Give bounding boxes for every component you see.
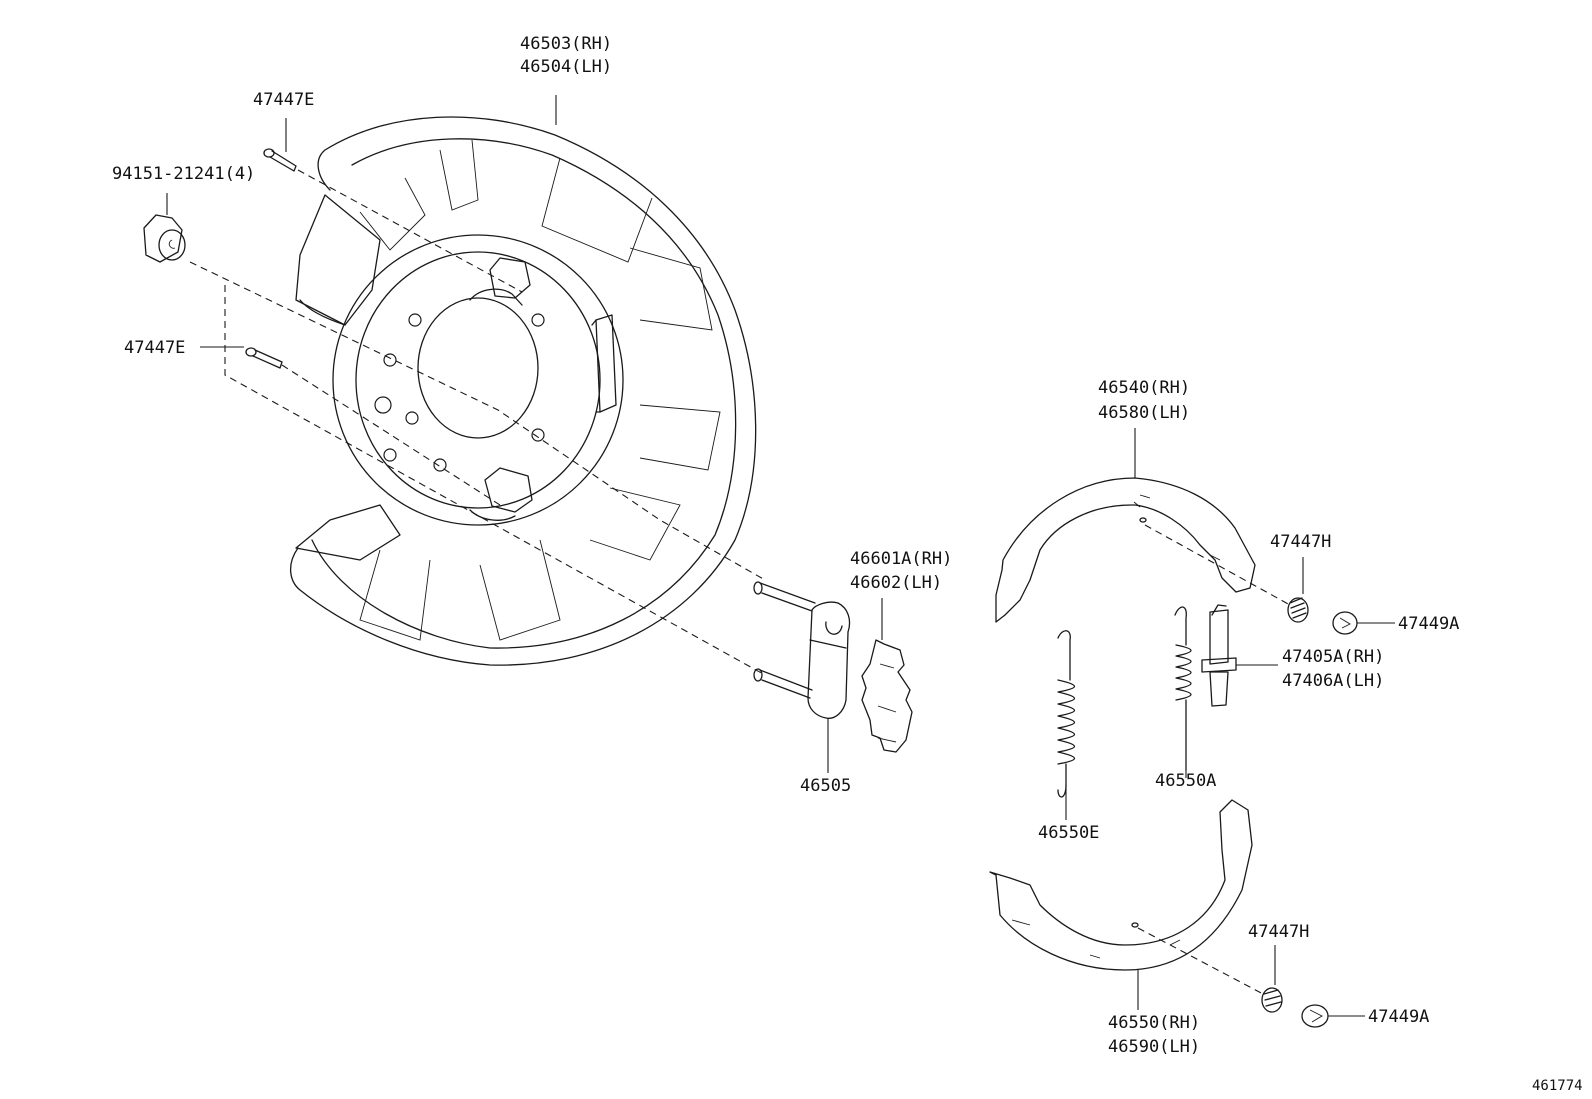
- label-backing-plate-rh: 46503(RH): [520, 34, 612, 54]
- label-shoe-lower-rh: 46550(RH): [1108, 1013, 1200, 1033]
- lever-part: [861, 639, 913, 753]
- strut-part: [753, 581, 851, 719]
- label-spring-lower: 47447H: [1248, 922, 1309, 942]
- diagram-reference-number: 461774: [1532, 1078, 1583, 1094]
- label-spring-upper: 47447H: [1270, 532, 1331, 552]
- adjuster-part: [1201, 604, 1237, 707]
- label-pin-top: 47447E: [253, 90, 314, 110]
- label-shoe-upper-lh: 46580(LH): [1098, 403, 1190, 423]
- pin-top-part: [263, 148, 297, 172]
- label-adjuster-lh: 47406A(LH): [1282, 671, 1384, 691]
- lower-shoe-part: [989, 799, 1253, 971]
- label-lever-rh: 46601A(RH): [850, 549, 952, 569]
- return-spring-e-part: [1057, 630, 1076, 798]
- bolt-part: [143, 214, 186, 263]
- return-spring-a-part: [1174, 606, 1192, 771]
- label-adjuster-rh: 47405A(RH): [1282, 647, 1384, 667]
- upper-holddown-parts: [1287, 597, 1358, 635]
- pin-left-part: [245, 347, 283, 369]
- label-backing-plate-lh: 46504(LH): [520, 57, 612, 77]
- label-return-spring-e: 46550E: [1038, 823, 1099, 843]
- label-return-spring-a: 46550A: [1155, 771, 1216, 791]
- assembly-lines: [189, 169, 1291, 996]
- label-cup-upper: 47449A: [1398, 614, 1459, 634]
- callout-labels: 46503(RH) 46504(LH) 47447E 94151-21241(4…: [112, 34, 1583, 1094]
- leader-lines: [166, 95, 1395, 1017]
- label-pin-left: 47447E: [124, 338, 185, 358]
- label-lever-lh: 46602(LH): [850, 573, 942, 593]
- label-shoe-lower-lh: 46590(LH): [1108, 1037, 1200, 1057]
- label-shoe-upper-rh: 46540(RH): [1098, 378, 1190, 398]
- label-bolt: 94151-21241(4): [112, 164, 255, 184]
- label-strut: 46505: [800, 776, 851, 796]
- upper-shoe-part: [995, 477, 1256, 623]
- backing-plate: [290, 116, 757, 666]
- lower-holddown-parts: [1261, 987, 1329, 1028]
- label-cup-lower: 47449A: [1368, 1007, 1429, 1027]
